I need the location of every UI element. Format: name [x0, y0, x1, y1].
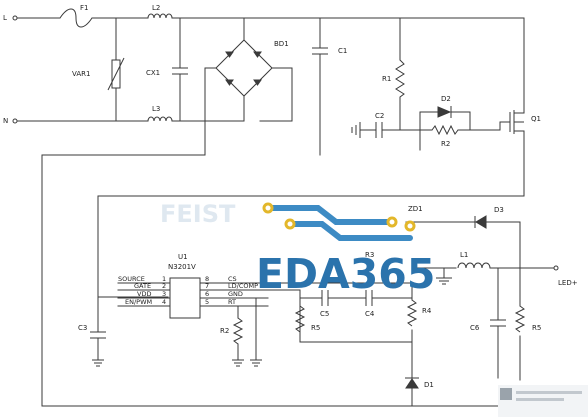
resistor-r1	[395, 59, 405, 100]
varistor-var1	[107, 57, 125, 91]
label-zd1: ZD1	[408, 205, 423, 213]
pin-4-num: 4	[162, 298, 166, 306]
label-l: L	[3, 14, 7, 22]
watermark-ghost: FEIST	[160, 200, 236, 228]
label-c3: C3	[78, 324, 87, 332]
diode-d2	[437, 106, 452, 118]
pin-8-num: 8	[205, 275, 209, 283]
pin-2-name: GATE	[134, 282, 151, 290]
label-r5-right: R5	[532, 324, 541, 332]
pin-8-name: CS	[228, 275, 237, 283]
watermark-trace-upper	[265, 205, 391, 225]
capacitor-c3	[90, 296, 106, 367]
pin-5-name: RT	[228, 298, 236, 306]
ground-c2	[351, 122, 361, 138]
watermark-trace-lower	[287, 221, 413, 241]
label-d1: D1	[424, 381, 434, 389]
label-n: N	[3, 117, 8, 125]
pin-2-num: 2	[162, 282, 166, 290]
eda365-watermark: FEIST EDA365	[160, 200, 435, 298]
pin-3-num: 3	[162, 290, 166, 298]
pin-1-num: 1	[162, 275, 166, 283]
capacitor-c2	[359, 122, 421, 138]
watermark-logo-text: EDA365	[256, 250, 435, 298]
fuse-f1	[59, 8, 93, 28]
chip-u1	[169, 277, 201, 319]
bridge-rectifier-bd1	[204, 17, 293, 156]
gate-network	[419, 111, 511, 131]
resistor-r5-left	[294, 305, 306, 333]
capacitor-cx1	[172, 67, 188, 75]
pin-4-name: EN/PWM	[125, 298, 152, 306]
label-r4: R4	[422, 307, 432, 315]
label-l2: L2	[152, 4, 160, 12]
capacitor-c4	[365, 290, 373, 306]
terminal-led-plus	[553, 265, 559, 271]
label-r1: R1	[382, 75, 391, 83]
label-cx1: CX1	[146, 69, 160, 77]
watermark-pad	[386, 216, 398, 228]
label-c6: C6	[470, 324, 480, 332]
label-c4: C4	[365, 310, 375, 318]
diode-d3	[474, 215, 487, 229]
label-c2: C2	[375, 112, 384, 120]
label-l1: L1	[460, 251, 468, 259]
pin-5-num: 5	[205, 298, 209, 306]
inductor-l3	[147, 116, 173, 122]
control-wiring	[97, 129, 525, 298]
label-u1: U1	[178, 253, 188, 261]
label-d3: D3	[494, 206, 504, 214]
pin-6-num: 6	[205, 290, 209, 298]
label-l3: L3	[152, 105, 160, 113]
pin-7-num: 7	[205, 282, 209, 290]
label-r5-left: R5	[311, 324, 320, 332]
dc-bus-wiring	[41, 17, 575, 407]
label-r2-top: R2	[441, 140, 450, 148]
u1-right-pins: 8 CS 7 LD/COMP 6 GND 5 RT	[199, 275, 269, 307]
resistor-r4	[406, 299, 418, 327]
output-wiring	[411, 267, 555, 381]
label-bd1: BD1	[274, 40, 289, 48]
label-d2: D2	[441, 95, 451, 103]
pin-1-name: SOURCE	[118, 275, 145, 283]
label-q1: Q1	[531, 115, 541, 123]
capacitor-c1	[312, 47, 328, 55]
mosfet-q1	[509, 17, 525, 197]
resistor-r2-bottom	[232, 297, 262, 367]
label-chip: N3201V	[168, 263, 196, 271]
inductor-l1	[457, 262, 491, 269]
watermark-pad	[404, 220, 416, 232]
label-c1: C1	[338, 47, 347, 55]
label-led-plus: LED+	[558, 279, 578, 287]
capacitor-c6	[490, 319, 506, 327]
terminal-l	[12, 15, 18, 21]
corner-badge	[498, 385, 588, 417]
resistor-r5-right	[514, 305, 526, 333]
label-c5-left: C5	[320, 310, 329, 318]
inductor-l2	[147, 13, 173, 19]
watermark-pad	[284, 218, 296, 230]
pin-6-name: GND	[228, 290, 243, 298]
resistor-r2-top	[431, 124, 459, 136]
input-wiring	[16, 17, 245, 122]
label-var1: VAR1	[72, 70, 90, 78]
label-f1: F1	[80, 4, 88, 12]
label-r2-bottom: R2	[220, 327, 229, 335]
diode-d1	[405, 377, 419, 407]
capacitor-c5-left	[321, 290, 329, 306]
watermark-pad	[262, 202, 274, 214]
u1-left-pins: SOURCE 1 GATE 2 VDD 3 EN/PWM 4	[117, 275, 171, 307]
terminal-n	[12, 118, 18, 124]
label-r3: R3	[365, 251, 374, 259]
ground-output	[436, 277, 452, 285]
zener-line	[405, 221, 521, 269]
pin-3-name: VDD	[137, 290, 151, 298]
sense-network	[267, 282, 413, 381]
pin-7-name: LD/COMP	[228, 282, 258, 290]
